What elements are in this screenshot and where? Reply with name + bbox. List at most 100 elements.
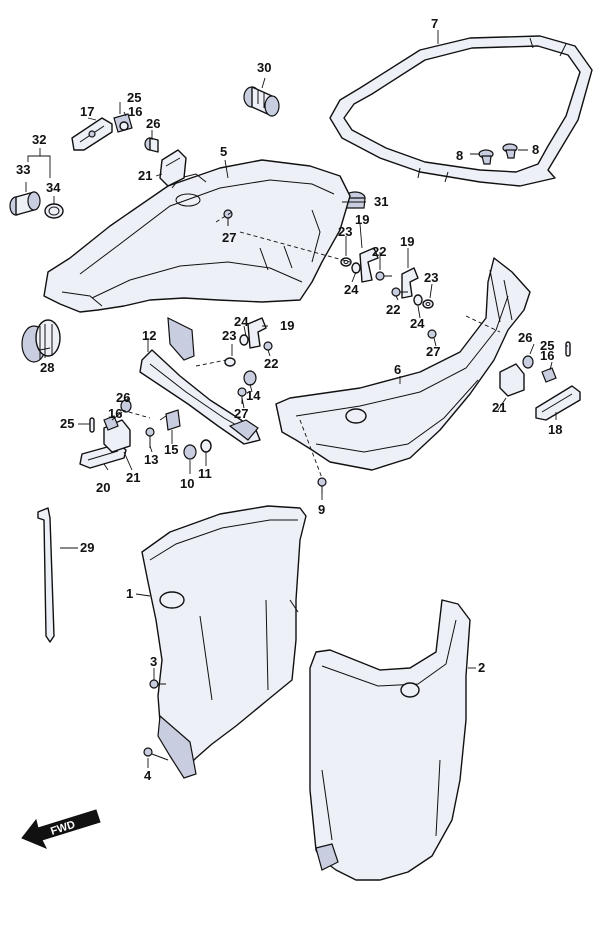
callout-1: 1	[126, 586, 133, 601]
callout-31: 31	[374, 194, 388, 209]
callout-20: 20	[96, 480, 110, 495]
bushing-26-right	[522, 355, 534, 369]
callout-27-mid: 27	[234, 406, 248, 421]
bolt-13	[145, 427, 155, 448]
leader-lines	[25, 30, 568, 768]
screw-27-top	[223, 209, 233, 226]
fwd-arrow: FWD	[21, 809, 101, 849]
callout-labels: 7 8 8 30 25 17 16 26 32 33 34 21 5 31 27…	[16, 16, 562, 783]
callout-17: 17	[80, 104, 94, 119]
bracket-16-top	[113, 113, 133, 133]
cable-tie-29	[37, 507, 55, 643]
callout-25-right: 25	[540, 338, 554, 353]
upper-cover-5	[43, 159, 351, 361]
screw-27-right	[427, 329, 437, 339]
grommet-28	[21, 319, 61, 363]
grommet-8-left	[478, 149, 494, 165]
latch-handle-17	[71, 117, 113, 151]
callout-22-upper: 22	[372, 244, 386, 259]
callout-12: 12	[142, 328, 156, 343]
callout-8-left: 8	[456, 148, 463, 163]
callout-28: 28	[40, 360, 54, 375]
callout-19-upper: 19	[355, 212, 369, 227]
callout-3: 3	[150, 654, 157, 669]
callout-26-right: 26	[518, 330, 532, 345]
callout-13: 13	[144, 452, 158, 467]
screw-27-mid	[237, 387, 247, 404]
washer-23-mid	[224, 357, 236, 367]
callout-24-left: 24	[344, 282, 359, 297]
callout-2: 2	[478, 660, 485, 675]
callout-26-top: 26	[146, 116, 160, 131]
callout-19-mid: 19	[280, 318, 294, 333]
fwd-label: FWD	[49, 819, 77, 838]
callout-6: 6	[394, 362, 401, 377]
callout-26-left: 26	[116, 390, 130, 405]
callout-5: 5	[220, 144, 227, 159]
callout-7: 7	[431, 16, 438, 31]
lower-cover-6	[275, 257, 531, 471]
callout-18: 18	[548, 422, 562, 437]
catch-21-top	[159, 149, 187, 187]
callout-9: 9	[318, 502, 325, 517]
pin-25-left	[89, 417, 95, 433]
grommet-30	[243, 86, 280, 117]
bushing-26-top	[144, 137, 159, 153]
callout-29: 29	[80, 540, 94, 555]
callout-27-top: 27	[222, 230, 236, 245]
bolt-4	[143, 747, 169, 761]
screw-22-mid	[263, 341, 273, 351]
bracket-16-left	[103, 415, 119, 431]
cap-34	[44, 203, 64, 219]
spacer-15	[165, 409, 181, 431]
gasket-seal	[329, 35, 593, 187]
bracket-19-mid	[247, 317, 267, 349]
grommet-8-right	[502, 143, 518, 159]
pin-25-right	[565, 341, 571, 357]
side-cover-2	[309, 599, 471, 881]
screw-22-upper	[375, 271, 392, 281]
callout-32: 32	[32, 132, 46, 147]
bracket-19-lower	[401, 267, 419, 299]
callout-16-left: 16	[108, 406, 122, 421]
callout-15: 15	[164, 442, 178, 457]
catch-21-right	[499, 363, 525, 397]
callout-25-left: 25	[60, 416, 74, 431]
callout-30: 30	[257, 60, 271, 75]
callout-33: 33	[16, 162, 30, 177]
callout-25-top: 25	[127, 90, 141, 105]
callout-27-right: 27	[426, 344, 440, 359]
callout-22-lower: 22	[386, 302, 400, 317]
side-cover-1	[141, 505, 307, 779]
callout-19-lower: 19	[400, 234, 414, 249]
callout-14: 14	[246, 388, 261, 403]
bracket-19-upper	[359, 247, 379, 283]
bushing-26-left	[120, 399, 132, 413]
latch-handle-18	[535, 385, 581, 421]
bushing-14	[243, 370, 257, 386]
callout-16-right: 16	[540, 348, 554, 363]
callout-23-left: 23	[338, 224, 352, 239]
callout-22-mid: 22	[264, 356, 278, 371]
callout-21-top: 21	[138, 168, 152, 183]
callout-21-left: 21	[126, 470, 140, 485]
washer-24-left	[351, 262, 361, 274]
screw-9	[317, 477, 327, 494]
callout-34: 34	[46, 180, 61, 195]
bushing-10	[183, 444, 197, 460]
grommet-33	[9, 191, 41, 216]
bracket-12	[139, 349, 261, 445]
callout-11: 11	[198, 466, 212, 481]
callout-23-mid: 23	[222, 328, 236, 343]
washer-23-right	[422, 299, 434, 309]
callout-24-mid: 24	[234, 314, 249, 329]
callout-8-right: 8	[532, 142, 539, 157]
callout-10: 10	[180, 476, 194, 491]
callout-21-right: 21	[492, 400, 506, 415]
callout-4: 4	[144, 768, 152, 783]
washer-11	[200, 439, 212, 453]
washer-24-mid	[239, 334, 249, 346]
callout-24-right: 24	[410, 316, 425, 331]
